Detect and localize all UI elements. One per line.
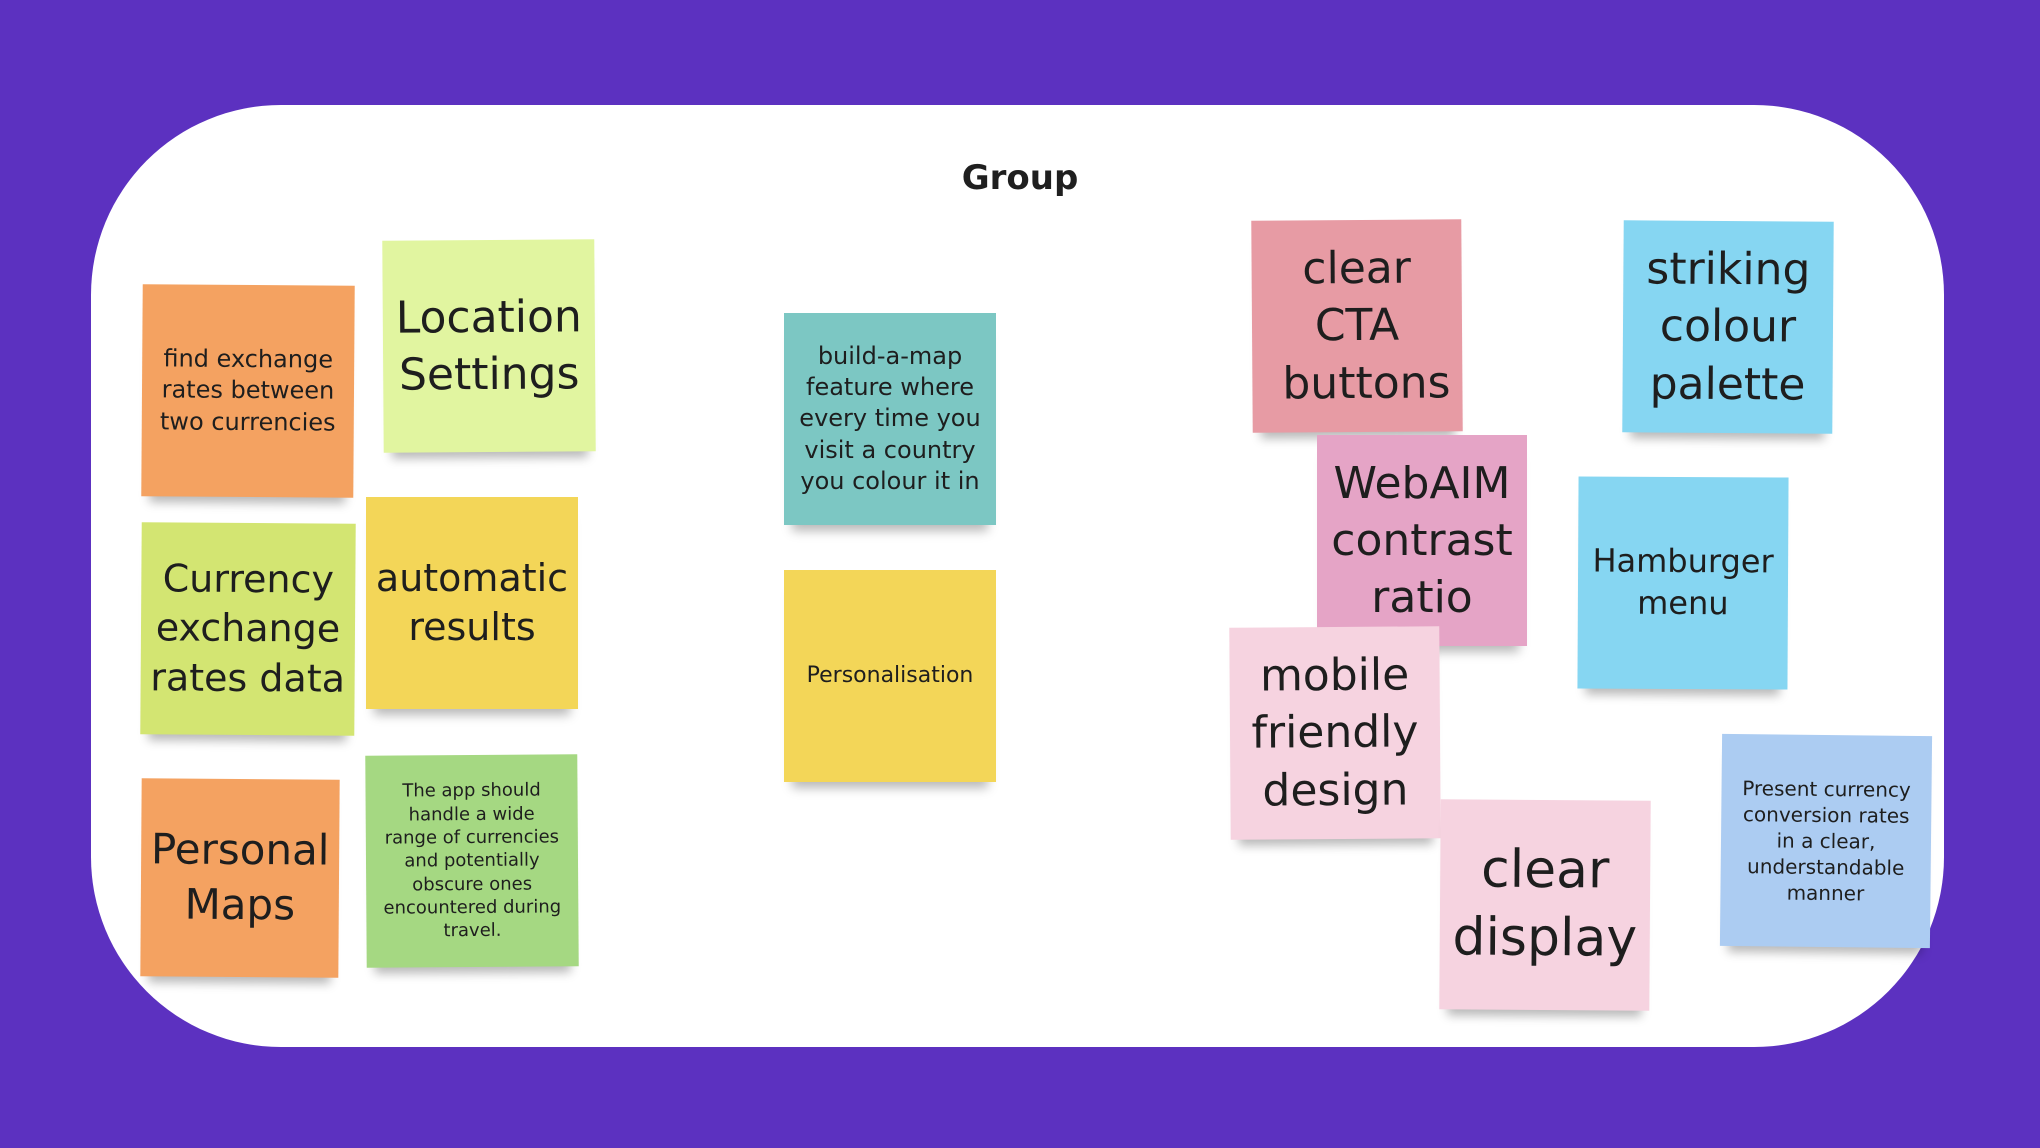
sticky-note-hamburger[interactable]: Hamburger menu bbox=[1577, 476, 1789, 690]
sticky-note-striking-colour[interactable]: striking colour palette bbox=[1622, 220, 1834, 434]
sticky-note-clear-cta[interactable]: clear CTA buttons bbox=[1251, 219, 1463, 433]
sticky-note-find-exchange[interactable]: find exchange rates between two currenci… bbox=[141, 284, 355, 498]
sticky-note-wide-range[interactable]: The app should handle a wide range of cu… bbox=[365, 754, 579, 968]
sticky-note-mobile-friendly[interactable]: mobile friendly design bbox=[1229, 626, 1441, 840]
sticky-note-personal-maps[interactable]: Personal Maps bbox=[140, 778, 340, 978]
sticky-note-build-a-map[interactable]: build-a-map feature where every time you… bbox=[784, 313, 996, 525]
sticky-note-currency-exchange[interactable]: Currency exchange rates data bbox=[140, 522, 356, 736]
sticky-note-location-settings[interactable]: Location Settings bbox=[382, 239, 596, 453]
sticky-note-automatic-results[interactable]: automatic results bbox=[366, 497, 578, 709]
sticky-note-webaim[interactable]: WebAIM contrast ratio bbox=[1317, 435, 1527, 646]
sticky-note-personalisation[interactable]: Personalisation bbox=[784, 570, 996, 782]
group-title: Group bbox=[961, 158, 1079, 198]
sticky-note-clear-display[interactable]: clear display bbox=[1439, 799, 1651, 1011]
sticky-note-present-currency[interactable]: Present currency conversion rates in a c… bbox=[1719, 733, 1933, 949]
